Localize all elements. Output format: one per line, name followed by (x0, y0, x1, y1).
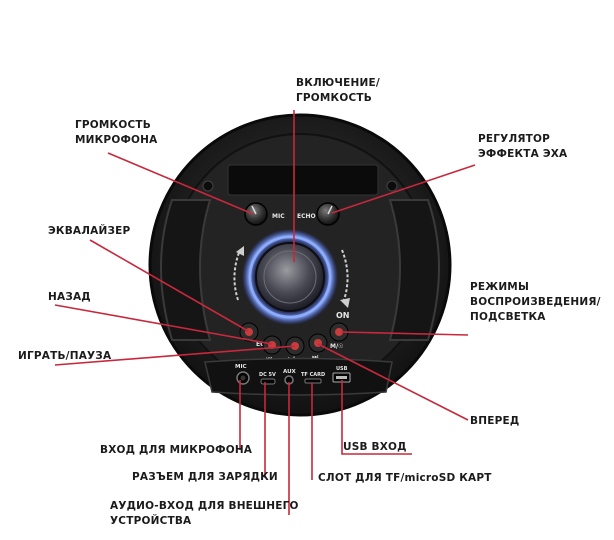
label-aux-input: АУДИО-ВХОД ДЛЯ ВНЕШНЕГО УСТРОЙСТВА (110, 499, 299, 529)
label-tf-slot: СЛОТ ДЛЯ TF/microSD КАРТ (318, 471, 492, 486)
label-previous-text: НАЗАД (48, 291, 91, 303)
label-equalizer: ЭКВАЛАЙЗЕР (48, 224, 130, 239)
label-modes-line3: ПОДСВЕТКА (470, 311, 546, 323)
label-charging-text: РАЗЪЕМ ДЛЯ ЗАРЯДКИ (132, 471, 278, 483)
tf-card-slot[interactable] (304, 378, 322, 384)
mic-knob-indicator (251, 205, 257, 215)
label-mic-input-text: ВХОД ДЛЯ МИКРОФОНА (100, 444, 253, 456)
mic-port-hole (240, 375, 246, 381)
leader-echo (331, 164, 476, 214)
leader-next (317, 343, 469, 421)
dc-port-label: DC 5V (259, 372, 276, 378)
usb-port-label: USB (336, 366, 348, 372)
volume-knob[interactable] (255, 242, 325, 312)
label-mic-volume: ГРОМКОСТЬ МИКРОФОНА (75, 118, 158, 148)
screw (386, 180, 398, 192)
label-usb-input: USB ВХОД (343, 440, 407, 455)
aux-port-label: AUX (283, 369, 297, 375)
leader-mic-volume (107, 152, 254, 215)
leader-usb (341, 380, 412, 455)
display-window (227, 164, 379, 196)
eq-button-label: EQ (256, 341, 265, 348)
on-label: ON (336, 311, 350, 320)
rotate-left-arrow-icon (233, 249, 241, 301)
label-mic-volume-line1: ГРОМКОСТЬ (75, 119, 151, 131)
label-aux-input-line2: УСТРОЙСТВА (110, 515, 192, 527)
label-echo-line2: ЭФФЕКТА ЭХА (478, 148, 568, 160)
leader-previous (54, 304, 273, 345)
label-modes-line1: РЕЖИМЫ (470, 281, 530, 293)
label-modes-line2: ВОСПРОИЗВЕДЕНИЯ/ (470, 296, 601, 308)
leader-play-pause (54, 345, 296, 366)
label-tf-slot-text: СЛОТ ДЛЯ TF/microSD КАРТ (318, 472, 492, 484)
leader-equalizer (89, 239, 249, 332)
label-play-pause: ИГРАТЬ/ПАУЗА (18, 349, 111, 364)
usb-port-tongue (336, 376, 347, 379)
label-usb-input-text: USB ВХОД (343, 441, 407, 453)
tf-port-label: TF CARD (301, 372, 325, 378)
mic-knob-label: MIC (272, 213, 285, 220)
echo-knob-indicator (327, 205, 333, 215)
label-mic-volume-line2: МИКРОФОНА (75, 134, 158, 146)
label-next: ВПЕРЕД (470, 414, 519, 429)
dc-port[interactable] (260, 378, 276, 385)
mic-knob[interactable] (244, 202, 268, 226)
mode-button-label: M/☉ (330, 343, 344, 350)
label-power-volume: ВКЛЮЧЕНИЕ/ ГРОМКОСТЬ (296, 76, 380, 106)
arrowhead-icon (340, 298, 350, 308)
label-echo: РЕГУЛЯТОР ЭФФЕКТА ЭХА (478, 132, 567, 162)
label-power-volume-line1: ВКЛЮЧЕНИЕ/ (296, 77, 380, 89)
label-play-pause-text: ИГРАТЬ/ПАУЗА (18, 350, 112, 362)
echo-knob-label: ECHO (297, 213, 316, 220)
label-next-text: ВПЕРЕД (470, 415, 520, 427)
leader-lines (54, 110, 476, 515)
label-charging: РАЗЪЕМ ДЛЯ ЗАРЯДКИ (132, 470, 278, 485)
mic-port-label: MIC (235, 364, 247, 370)
label-echo-line1: РЕГУЛЯТОР (478, 133, 551, 145)
label-modes: РЕЖИМЫ ВОСПРОИЗВЕДЕНИЯ/ ПОДСВЕТКА (470, 280, 601, 325)
leader-modes (340, 331, 469, 336)
next-icon: ⏭ (312, 353, 319, 361)
label-aux-input-line1: АУДИО-ВХОД ДЛЯ ВНЕШНЕГО (110, 500, 299, 512)
volume-knob-center (263, 250, 317, 304)
label-power-volume-line2: ГРОМКОСТЬ (296, 92, 372, 104)
label-mic-input: ВХОД ДЛЯ МИКРОФОНА (100, 443, 252, 458)
rotate-right-arrow-icon (341, 249, 349, 301)
label-previous: НАЗАД (48, 290, 91, 305)
led-ring (248, 235, 332, 319)
right-handle (388, 199, 440, 341)
left-handle (160, 199, 212, 341)
port-panel (204, 357, 393, 396)
arrowhead-icon (236, 246, 244, 256)
label-equalizer-text: ЭКВАЛАЙЗЕР (48, 225, 131, 237)
mode-button-center (335, 328, 343, 336)
screw (202, 180, 214, 192)
